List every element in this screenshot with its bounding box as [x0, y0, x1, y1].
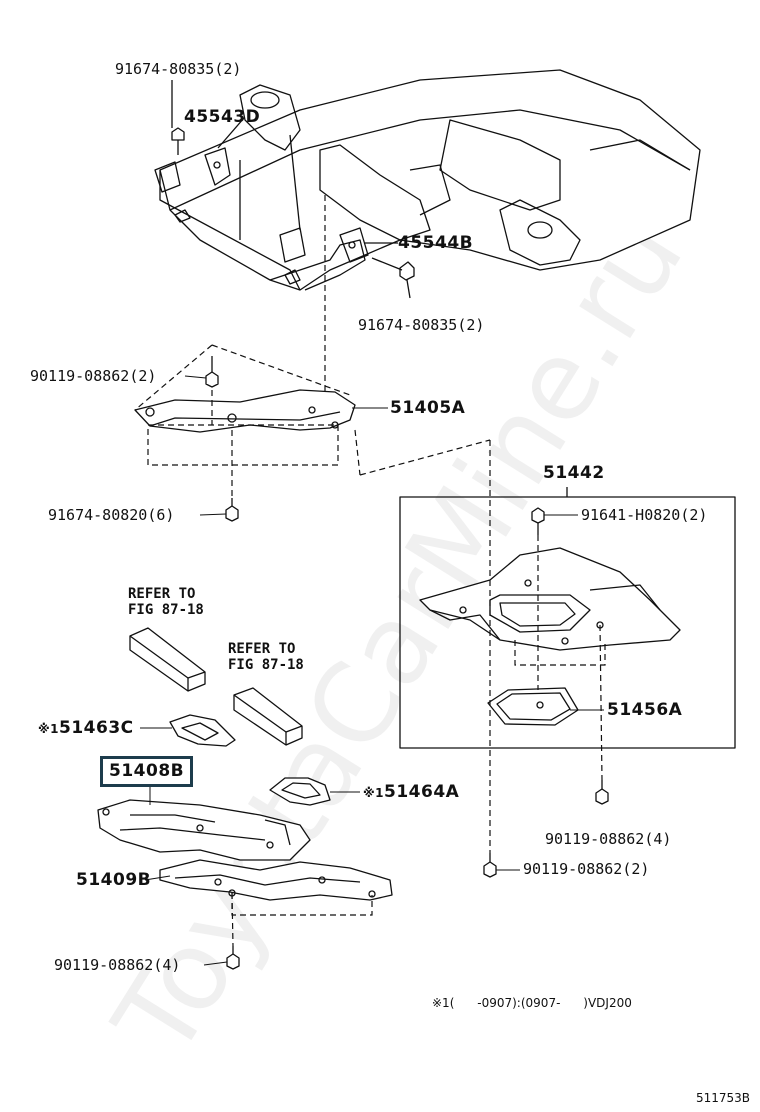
- cover-51442: [419, 547, 681, 651]
- label-90119-08862-c: 90119-08862(2): [523, 860, 650, 878]
- leader-lines: [140, 375, 604, 966]
- footnote: ※1( -0907):(0907- )VDJ200: [432, 996, 632, 1010]
- label-90119-08862-d: 90119-08862(4): [54, 956, 181, 974]
- label-51409B: 51409B: [76, 870, 152, 890]
- label-91674-80820: 91674-80820(6): [48, 506, 175, 524]
- label-51408B-highlighted: 51408B: [100, 756, 194, 787]
- bolt-top: [171, 127, 185, 155]
- label-45544B: 45544B: [398, 233, 474, 253]
- refer-bar-2: [233, 687, 303, 746]
- part-number: 51464A: [384, 782, 460, 802]
- label-91674-80835-top: 91674-80835(2): [115, 60, 242, 78]
- frame-assembly: [154, 69, 701, 291]
- label-91641-H0820: 91641-H0820(2): [581, 506, 708, 524]
- plate-51405A: [134, 389, 356, 433]
- label-90119-08862-a: 90119-08862(2): [30, 367, 157, 385]
- dashed-guides: [134, 195, 606, 947]
- bolt-90119-b: [595, 780, 609, 805]
- plate-51456A: [487, 687, 579, 726]
- bolt-90119-a: [205, 356, 219, 388]
- bolt-mid: [399, 261, 415, 299]
- note-mark: ※1: [363, 786, 385, 800]
- bolt-90119-d: [226, 946, 240, 970]
- label-91674-80835-mid: 91674-80835(2): [358, 316, 485, 334]
- bolt-90119-c: [483, 853, 497, 878]
- label-51456A: 51456A: [607, 700, 683, 720]
- label-refer-to-1: REFER TO FIG 87-18: [128, 586, 204, 619]
- note-mark: ※1: [38, 722, 60, 736]
- bolt-80820: [225, 498, 239, 522]
- part-number: 51463C: [59, 718, 134, 738]
- label-51463C: ※151463C: [38, 720, 134, 737]
- label-51405A: 51405A: [390, 398, 466, 418]
- label-51464A: ※151464A: [363, 784, 459, 801]
- plate-51463C: [169, 714, 236, 747]
- figure-code: 511753B: [696, 1091, 751, 1105]
- cover-51409B: [159, 859, 393, 901]
- label-45543D: 45543D: [184, 107, 261, 127]
- label-90119-08862-b: 90119-08862(4): [545, 830, 672, 848]
- refer-bar-1: [129, 627, 206, 692]
- bolt-91641: [531, 507, 545, 535]
- plate-51464A: [269, 777, 331, 806]
- label-51442: 51442: [543, 463, 605, 483]
- label-refer-to-2: REFER TO FIG 87-18: [228, 641, 304, 674]
- cover-51408B: [97, 799, 311, 861]
